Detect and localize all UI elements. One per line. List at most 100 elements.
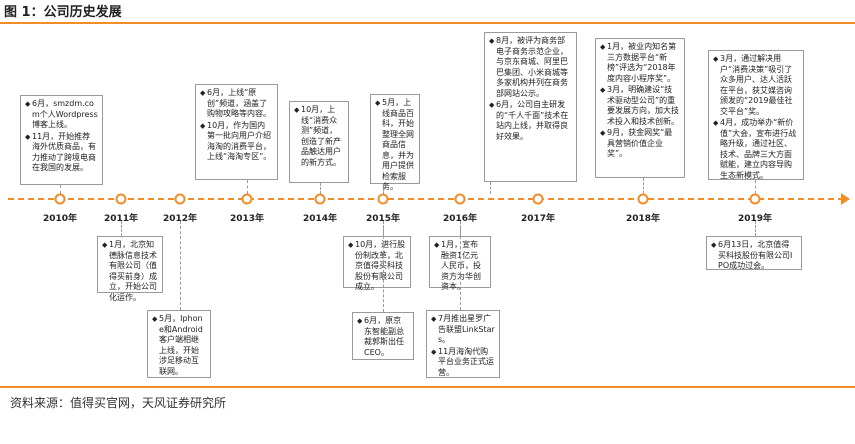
connector-line: [121, 221, 122, 236]
year-label: 2019年: [737, 214, 773, 224]
bullet-icon: ◆: [600, 129, 606, 137]
event-entry: ◆9月，获金网奖“最具营销价值企业奖”。: [600, 128, 680, 160]
event-entry: ◆3月，通过解决用户“消费决策”吸引了众多用户、达人活跃在平台，获艾媒咨询颁发的…: [713, 54, 799, 117]
event-box: ◆7月推出星罗广告联盟LinkStars。◆11月海淘代购平台业务正式运营。: [426, 310, 500, 378]
year-label: 2010年: [42, 214, 78, 224]
event-text: 1月，被业内知名第三方数据平台“新榜”评选为“2018年度内容小程序奖”。: [607, 42, 677, 83]
bullet-icon: ◆: [713, 119, 719, 127]
year-marker: [454, 193, 466, 205]
bottom-rule: [0, 386, 855, 388]
event-text: 5月，Iphone和Android客户端相继上线，开始涉足移动互联网。: [159, 314, 203, 376]
event-text: 6月，smzdm.com个人Wordpress博客上线。: [32, 99, 98, 129]
event-box: ◆6月，smzdm.com个人Wordpress博客上线。◆11月，开始推荐海外…: [20, 95, 103, 185]
top-rule: [0, 22, 855, 24]
event-entry: ◆6月，原京东智能副总裁郭斯出任CEO。: [357, 316, 409, 358]
bullet-icon: ◆: [375, 99, 381, 107]
event-entry: ◆3月，明确建设“技术驱动型公司”的重要发展方向，加大技术投入和技术创新。: [600, 85, 680, 127]
event-text: 1月，北京知德脉信息技术有限公司（值得买前身）成立，开始公司化运作。: [109, 240, 157, 302]
connector-line: [755, 180, 756, 194]
event-text: 5月，上线商品百科，开始整理全网商品信息，并为用户提供检索服务。: [382, 98, 414, 191]
bullet-icon: ◆: [200, 89, 206, 97]
year-marker: [377, 193, 389, 205]
event-text: 3月，通过解决用户“消费决策”吸引了众多用户、达人活跃在平台，获艾媒咨询颁发的“…: [720, 54, 793, 116]
event-entry: ◆5月，Iphone和Android客户端相继上线，开始涉足移动互联网。: [152, 314, 206, 377]
connector-line: [60, 185, 61, 194]
bullet-icon: ◆: [102, 241, 108, 249]
year-label: 2015年: [365, 214, 401, 224]
event-entry: ◆7月推出星罗广告联盟LinkStars。: [431, 314, 495, 346]
year-label: 2017年: [520, 214, 556, 224]
source-note: 资料来源：值得买官网，天风证券研究所: [10, 396, 227, 410]
bullet-icon: ◆: [600, 86, 606, 94]
event-text: 6月，原京东智能副总裁郭斯出任CEO。: [364, 316, 404, 357]
connector-line: [247, 180, 248, 194]
event-entry: ◆1月，被业内知名第三方数据平台“新榜”评选为“2018年度内容小程序奖”。: [600, 42, 680, 84]
timeline-arrow-icon: [841, 193, 850, 205]
bullet-icon: ◆: [294, 106, 300, 114]
connector-line: [320, 183, 321, 194]
event-text: 11月海淘代购平台业务正式运营。: [438, 346, 494, 377]
year-marker: [115, 193, 127, 205]
year-marker: [314, 193, 326, 205]
year-label: 2018年: [625, 214, 661, 224]
year-label: 2011年: [103, 214, 139, 224]
connector-line: [490, 182, 491, 194]
timeline-axis: [8, 198, 844, 200]
event-text: 6月，上线“原创”频道，涵盖了购物攻略等内容。: [207, 88, 271, 118]
year-marker: [54, 193, 66, 205]
event-entry: ◆1月，宣布融资1亿元人民币，投资方为华创资本。: [434, 240, 486, 293]
bullet-icon: ◆: [600, 43, 606, 51]
event-entry: ◆4月，成功举办“新价值”大会，宣布进行战略升级，通过社区、技术、品牌三大方面赋…: [713, 118, 799, 181]
year-label: 2014年: [302, 214, 338, 224]
year-label: 2013年: [229, 214, 265, 224]
event-text: 11月，开始推荐海外优质商品，有力推动了跨境电商在我国的发展。: [32, 131, 96, 173]
event-entry: ◆5月，上线商品百科，开始整理全网商品信息，并为用户提供检索服务。: [375, 98, 415, 193]
event-box: ◆6月13日，北京值得买科技股份有限公司IPO成功过会。: [706, 236, 802, 270]
event-entry: ◆6月，公司自主研发的“千人千面”技术在站内上线，并取得良好效果。: [489, 100, 572, 142]
event-box: ◆6月，原京东智能副总裁郭斯出任CEO。: [352, 312, 414, 360]
event-entry: ◆10月，上线“消费众测”频道，创造了新产品触达用户的新方式。: [294, 105, 344, 168]
event-box: ◆10月，上线“消费众测”频道，创造了新产品触达用户的新方式。: [289, 101, 349, 183]
event-box: ◆5月，上线商品百科，开始整理全网商品信息，并为用户提供检索服务。: [370, 94, 420, 191]
bullet-icon: ◆: [434, 241, 440, 249]
event-entry: ◆8月，被评为商务部电子商务示范企业，与京东商城、阿里巴巴集团、小米商城等多家机…: [489, 36, 572, 99]
event-box: ◆5月，Iphone和Android客户端相继上线，开始涉足移动互联网。: [147, 310, 211, 378]
bullet-icon: ◆: [25, 100, 31, 108]
figure-title: 图 1：公司历史发展: [4, 5, 122, 20]
year-marker: [749, 193, 761, 205]
event-text: 6月13日，北京值得买科技股份有限公司IPO成功过会。: [718, 240, 793, 270]
event-box: ◆10月，进行股份制改革，北京值得买科技股份有限公司成立。: [343, 236, 411, 291]
event-entry: ◆10月，作为国内第一批向用户介绍海淘的消费平台，上线“海淘专区”。: [200, 121, 273, 163]
year-label: 2016年: [442, 214, 478, 224]
connector-line: [643, 178, 644, 194]
bullet-icon: ◆: [489, 101, 495, 109]
connector-line: [755, 221, 756, 236]
event-text: 1月，宣布融资1亿元人民币，投资方为华创资本。: [441, 240, 481, 291]
event-text: 3月，明确建设“技术驱动型公司”的重要发展方向，加大技术投入和技术创新。: [607, 85, 679, 126]
bullet-icon: ◆: [357, 317, 363, 325]
year-marker: [532, 193, 544, 205]
connector-line: [180, 221, 181, 310]
event-text: 4月，成功举办“新价值”大会，宣布进行战略升级，通过社区、技术、品牌三大方面赋能…: [720, 118, 797, 180]
event-text: 6月，公司自主研发的“千人千面”技术在站内上线，并取得良好效果。: [496, 100, 569, 141]
event-entry: ◆10月，进行股份制改革，北京值得买科技股份有限公司成立。: [348, 240, 406, 293]
event-text: 9月，获金网奖“最具营销价值企业奖”。: [607, 128, 673, 158]
bullet-icon: ◆: [348, 241, 354, 249]
bullet-icon: ◆: [431, 347, 437, 356]
connector-line: [460, 221, 461, 310]
event-text: 10月，上线“消费众测”频道，创造了新产品触达用户的新方式。: [301, 105, 341, 167]
event-entry: ◆1月，北京知德脉信息技术有限公司（值得买前身）成立，开始公司化运作。: [102, 240, 158, 303]
connector-line: [383, 221, 384, 312]
bullet-icon: ◆: [25, 132, 31, 141]
event-box: ◆8月，被评为商务部电子商务示范企业，与京东商城、阿里巴巴集团、小米商城等多家机…: [484, 32, 577, 182]
bullet-icon: ◆: [431, 315, 437, 323]
event-entry: ◆11月海淘代购平台业务正式运营。: [431, 347, 495, 379]
event-text: 10月，作为国内第一批向用户介绍海淘的消费平台，上线“海淘专区”。: [207, 120, 272, 162]
bullet-icon: ◆: [200, 121, 206, 130]
connector-line: [383, 184, 384, 194]
event-box: ◆3月，通过解决用户“消费决策”吸引了众多用户、达人活跃在平台，获艾媒咨询颁发的…: [708, 50, 804, 180]
year-marker: [174, 193, 186, 205]
year-marker: [637, 193, 649, 205]
year-marker: [241, 193, 253, 205]
event-entry: ◆11月，开始推荐海外优质商品，有力推动了跨境电商在我国的发展。: [25, 132, 98, 174]
